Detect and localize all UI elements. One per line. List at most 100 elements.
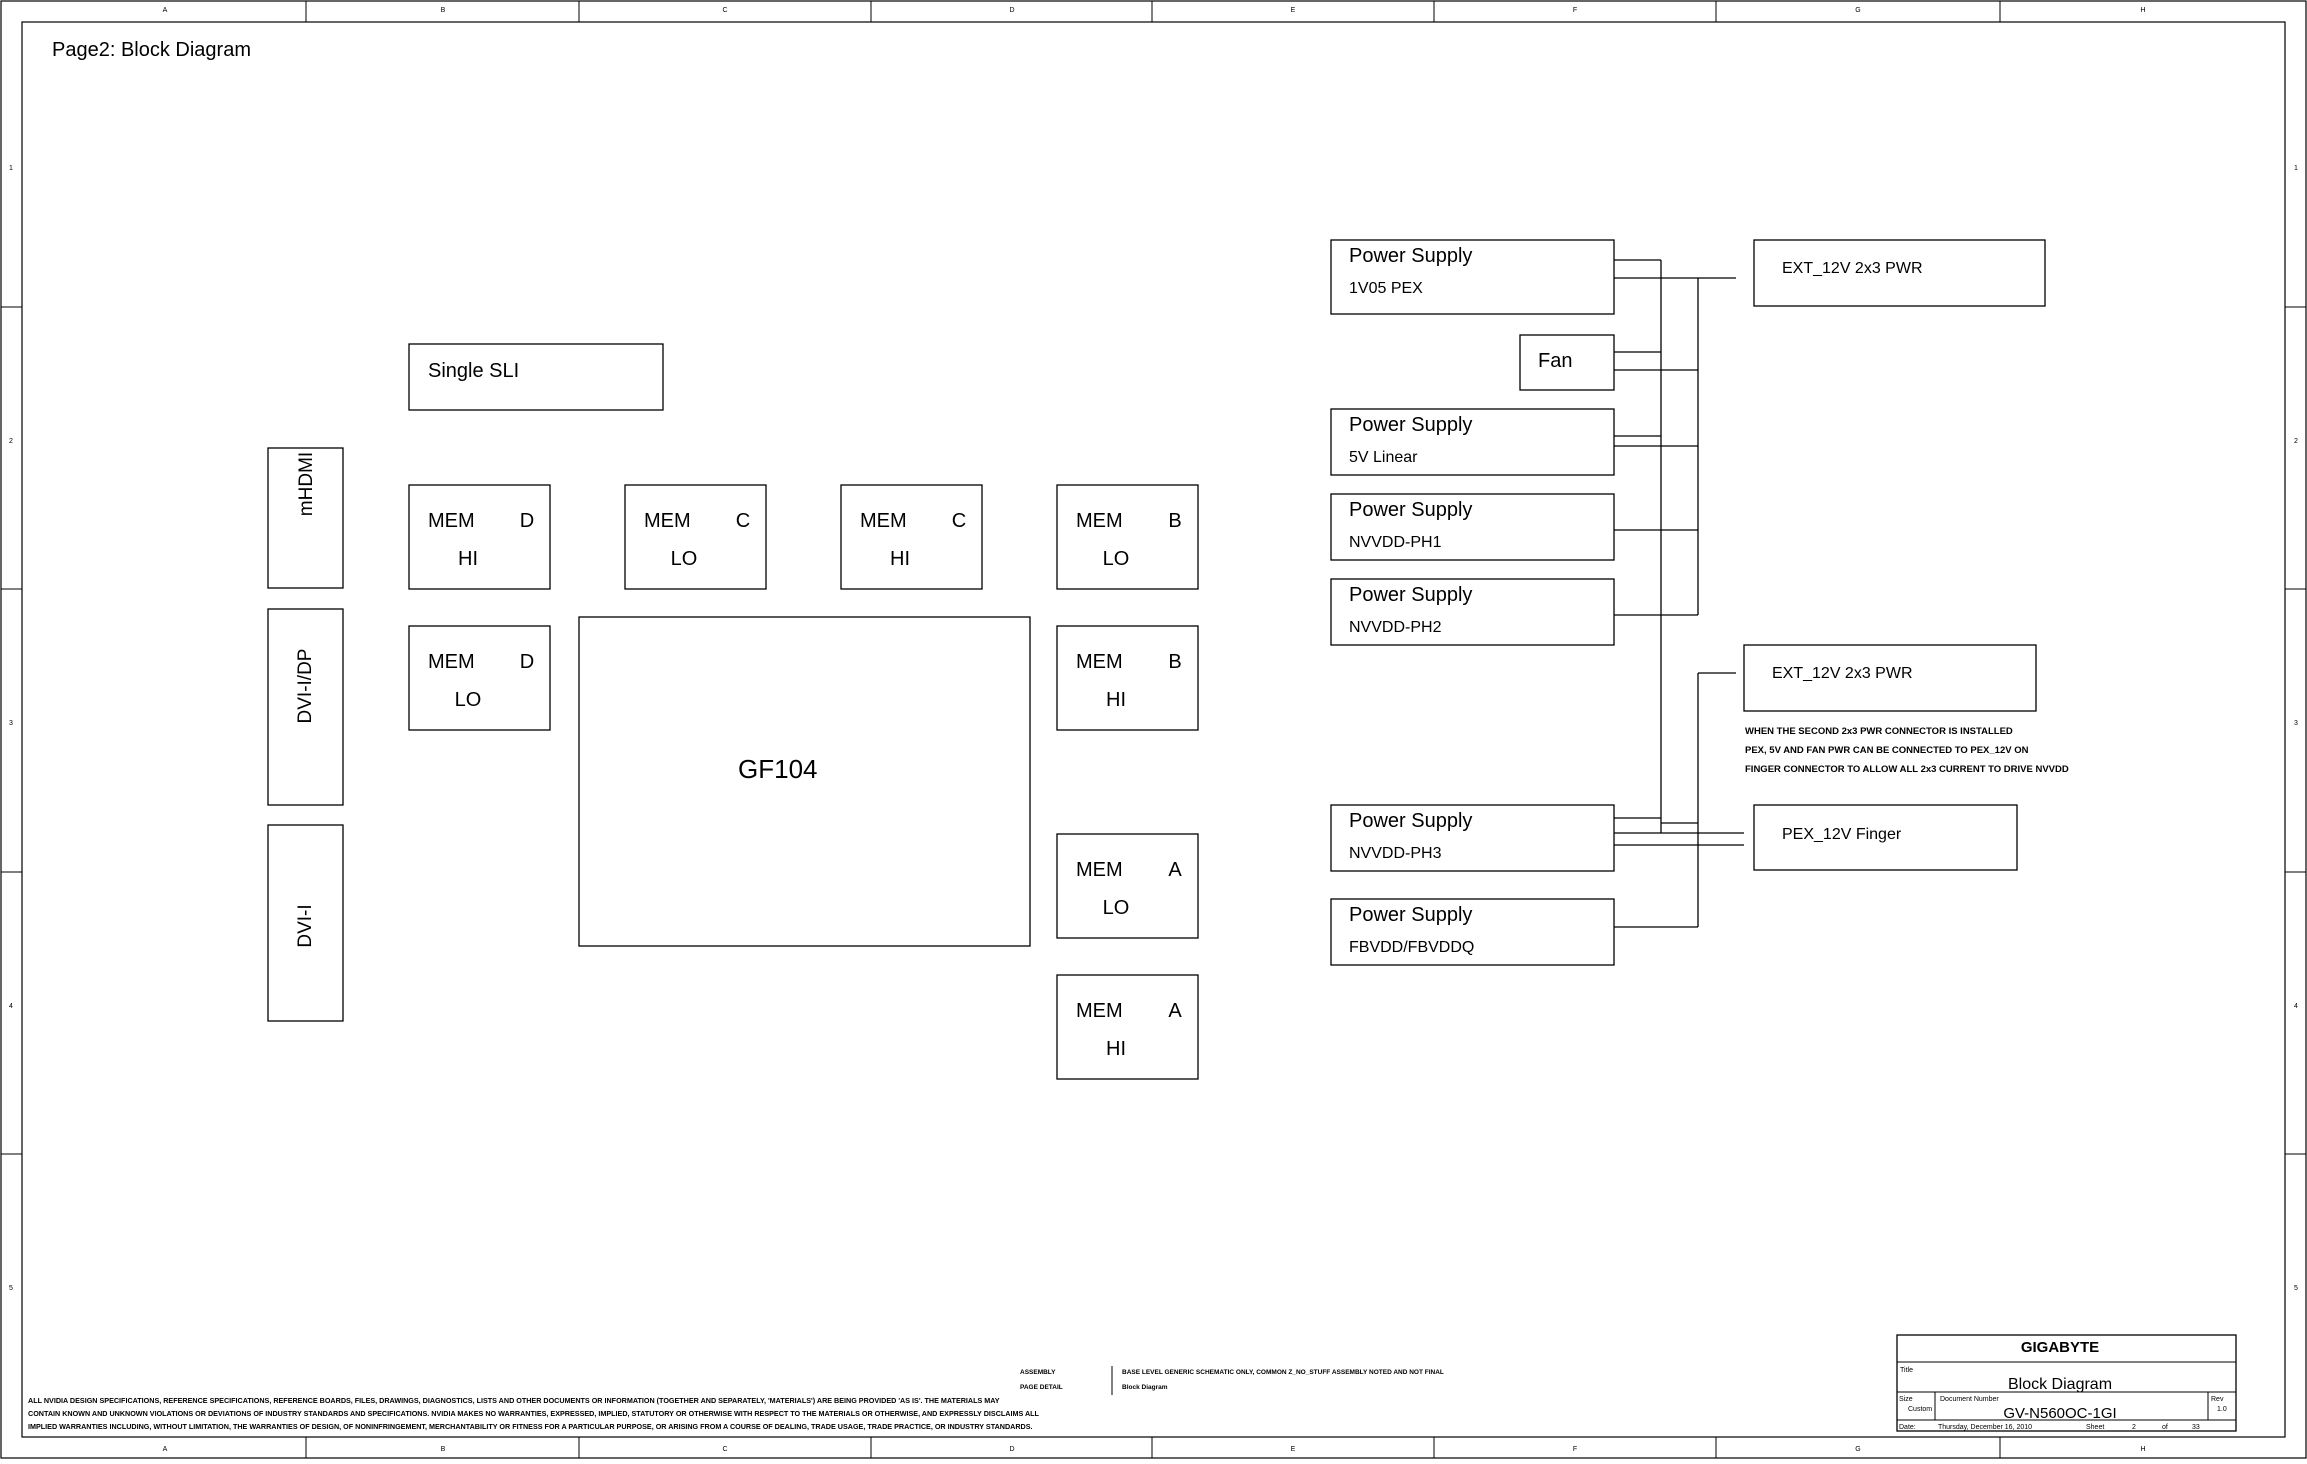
- column-label-bottom: D: [1009, 1446, 1014, 1453]
- column-label-top: H: [2140, 7, 2145, 14]
- mem-channel: B: [1168, 651, 1181, 673]
- rev-label: Rev: [2211, 1396, 2224, 1403]
- single-sli-block: Single SLI: [408, 343, 664, 411]
- fan-label: Fan: [1538, 350, 1572, 372]
- column-label-bottom: C: [722, 1446, 727, 1453]
- row-label-left: 5: [9, 1285, 13, 1292]
- mem-half: HI: [1106, 1038, 1126, 1060]
- title-label: Title: [1900, 1367, 1913, 1374]
- column-label-bottom: E: [1291, 1446, 1296, 1453]
- mem-name: MEM: [1076, 651, 1123, 673]
- mem-half: LO: [455, 689, 482, 711]
- column-label-bottom: G: [1855, 1446, 1860, 1453]
- column-label-top: E: [1291, 7, 1296, 14]
- pex-finger-label: PEX_12V Finger: [1782, 826, 1902, 843]
- of-label: of: [2162, 1424, 2168, 1431]
- pex-finger-block: PEX_12V Finger: [1753, 804, 2018, 871]
- column-label-bottom: A: [163, 1446, 168, 1453]
- company-name: GIGABYTE: [2021, 1339, 2099, 1356]
- power-supply-rail: NVVDD-PH2: [1349, 619, 1442, 636]
- column-label-top: C: [722, 7, 727, 14]
- power-wiring: [1614, 259, 1744, 928]
- mem-name: MEM: [860, 510, 907, 532]
- connector-mhdmi-label: mHDMI: [296, 452, 317, 516]
- sheet-total: 33: [2192, 1424, 2200, 1431]
- gpu-label: GF104: [738, 754, 818, 784]
- column-label-bottom: F: [1573, 1446, 1577, 1453]
- mem-name: MEM: [428, 510, 475, 532]
- docnum-value: GV-N560OC-1GI: [2003, 1405, 2116, 1422]
- disclaimer-line-3: IMPLIED WARRANTIES INCLUDING, WITHOUT LI…: [28, 1422, 1033, 1431]
- pwr-note-line-3: FINGER CONNECTOR TO ALLOW ALL 2x3 CURREN…: [1745, 764, 2069, 775]
- row-label-left: 1: [9, 165, 13, 172]
- row-label-right: 1: [2294, 165, 2298, 172]
- gpu-block: GF104: [578, 616, 1031, 947]
- mem-half: LO: [1103, 548, 1130, 570]
- mem-channel: D: [520, 651, 534, 673]
- ext-pwr-block-1: EXT_12V 2x3 PWR: [1753, 239, 2046, 307]
- pwr-note-line-2: PEX, 5V AND FAN PWR CAN BE CONNECTED TO …: [1745, 745, 2029, 756]
- power-supply-rail: 5V Linear: [1349, 449, 1418, 466]
- mem-half: LO: [1103, 897, 1130, 919]
- power-supply-title: Power Supply: [1349, 584, 1472, 606]
- mem-name: MEM: [1076, 510, 1123, 532]
- assembly-info: ASSEMBLY PAGE DETAIL BASE LEVEL GENERIC …: [1020, 1366, 1444, 1395]
- mem-block-b-lo: MEM B LO: [1056, 484, 1199, 590]
- power-supply-title: Power Supply: [1349, 499, 1472, 521]
- column-label-bottom: H: [2140, 1446, 2145, 1453]
- pwr-note: WHEN THE SECOND 2x3 PWR CONNECTOR IS INS…: [1745, 726, 2069, 775]
- mem-name: MEM: [428, 651, 475, 673]
- connector-dvi-i-label: DVI-I: [295, 904, 316, 947]
- power-supply-5v: Power Supply 5V Linear: [1330, 408, 1615, 476]
- assembly-text: BASE LEVEL GENERIC SCHEMATIC ONLY, COMMO…: [1122, 1369, 1444, 1376]
- row-label-left: 4: [9, 1003, 13, 1010]
- size-value: Custom: [1908, 1406, 1932, 1413]
- mem-channel: A: [1168, 1000, 1182, 1022]
- column-label-bottom: B: [441, 1446, 446, 1453]
- sheet-title: Block Diagram: [2008, 1376, 2112, 1393]
- row-label-left: 2: [9, 438, 13, 445]
- power-supply-rail: FBVDD/FBVDDQ: [1349, 939, 1474, 956]
- mem-name: MEM: [1076, 1000, 1123, 1022]
- fan-block: Fan: [1519, 334, 1615, 391]
- docnum-label: Document Number: [1940, 1396, 1999, 1403]
- single-sli-label: Single SLI: [428, 360, 519, 382]
- row-label-right: 2: [2294, 438, 2298, 445]
- date-label: Date:: [1899, 1424, 1916, 1431]
- power-supply-rail: NVVDD-PH1: [1349, 534, 1442, 551]
- mem-channel: C: [952, 510, 966, 532]
- mem-block-b-hi: MEM B HI: [1056, 625, 1199, 731]
- connector-dvi-dp-label: DVI-I/DP: [295, 649, 316, 724]
- disclaimer-line-2: CONTAIN KNOWN AND UNKNOWN VIOLATIONS OR …: [28, 1409, 1040, 1418]
- row-label-right: 5: [2294, 1285, 2298, 1292]
- mem-half: HI: [1106, 689, 1126, 711]
- mem-half: LO: [671, 548, 698, 570]
- sheet-number: 2: [2132, 1424, 2136, 1431]
- mem-channel: A: [1168, 859, 1182, 881]
- power-supply-rail: NVVDD-PH3: [1349, 845, 1442, 862]
- title-block: GIGABYTE Title Block Diagram Size Custom…: [1896, 1334, 2237, 1432]
- power-supply-title: Power Supply: [1349, 414, 1472, 436]
- mem-channel: D: [520, 510, 534, 532]
- column-label-top: F: [1573, 7, 1577, 14]
- column-label-top: B: [441, 7, 446, 14]
- row-label-left: 3: [9, 720, 13, 727]
- page-detail-label: PAGE DETAIL: [1020, 1384, 1063, 1391]
- column-label-top: G: [1855, 7, 1860, 14]
- ext-pwr-block-2: EXT_12V 2x3 PWR: [1743, 644, 2037, 712]
- rev-value: 1.0: [2217, 1406, 2227, 1413]
- date-value: Thursday, December 16, 2010: [1938, 1424, 2032, 1431]
- power-supply-rail: 1V05 PEX: [1349, 280, 1423, 297]
- power-supply-title: Power Supply: [1349, 810, 1472, 832]
- mem-channel: B: [1168, 510, 1181, 532]
- page-detail-text: Block Diagram: [1122, 1384, 1168, 1391]
